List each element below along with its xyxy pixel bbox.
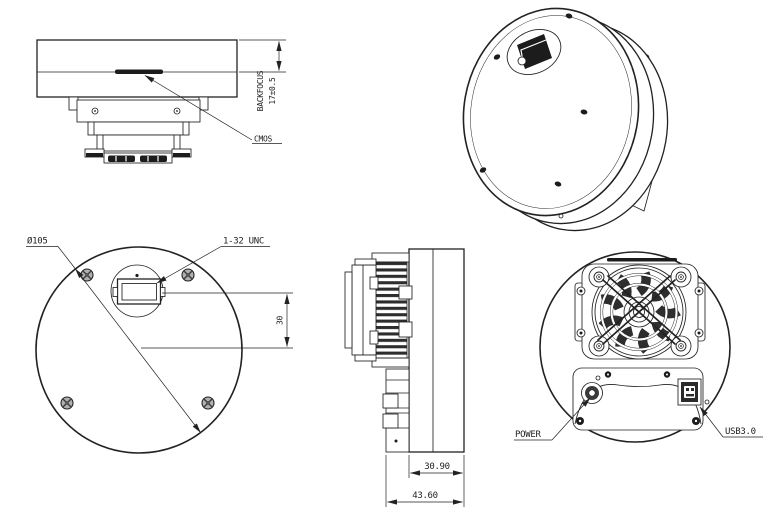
sensor-offset-dimension: 30	[141, 292, 293, 349]
backfocus-label: BACKFOCUS	[256, 70, 265, 111]
sensor-offset-label: 30	[276, 316, 285, 326]
side-view-drawing	[36, 39, 238, 164]
fan-guard	[597, 275, 681, 345]
thread-label: 1-32 UNC	[223, 237, 264, 247]
cmos-sensor-strip	[115, 69, 163, 74]
front-view-drawing	[35, 246, 243, 454]
usb-port	[677, 378, 702, 406]
fan-screw	[675, 340, 687, 352]
usb-label: USB3.0	[725, 427, 756, 437]
backfocus-value: 17±0.5	[268, 77, 277, 105]
diameter-dimension: Ø105	[26, 236, 201, 433]
isometric-view	[462, 7, 669, 232]
thread-callout: 1-32 UNC	[156, 237, 270, 284]
front-screw	[201, 396, 215, 410]
rear-view-drawing	[539, 251, 731, 443]
power-jack	[581, 382, 603, 404]
rear-housing-profile	[385, 368, 410, 453]
power-callout: POWER	[514, 397, 591, 441]
front-screw	[80, 268, 94, 282]
front-screw	[181, 268, 195, 282]
fan-screw	[593, 340, 605, 352]
cmos-label: CMOS	[254, 135, 273, 144]
depth-dimensions: 30.90 43.60	[385, 455, 465, 507]
cmos-callout: CMOS	[144, 75, 282, 144]
body-depth-label: 30.90	[424, 462, 450, 472]
connector-panel	[572, 367, 710, 431]
lens-mount-front	[103, 152, 173, 164]
front-screw	[60, 396, 74, 410]
diameter-label: Ø105	[27, 236, 47, 247]
total-depth-label: 43.60	[412, 491, 438, 501]
body-profile	[408, 248, 465, 453]
power-label: POWER	[515, 430, 541, 440]
usb-callout: USB3.0	[699, 406, 763, 438]
backfocus-dimension: BACKFOCUS 17±0.5	[239, 39, 286, 111]
heatsink-fins	[375, 261, 408, 359]
fan-screw	[675, 271, 687, 283]
profile-view-drawing	[344, 248, 465, 453]
